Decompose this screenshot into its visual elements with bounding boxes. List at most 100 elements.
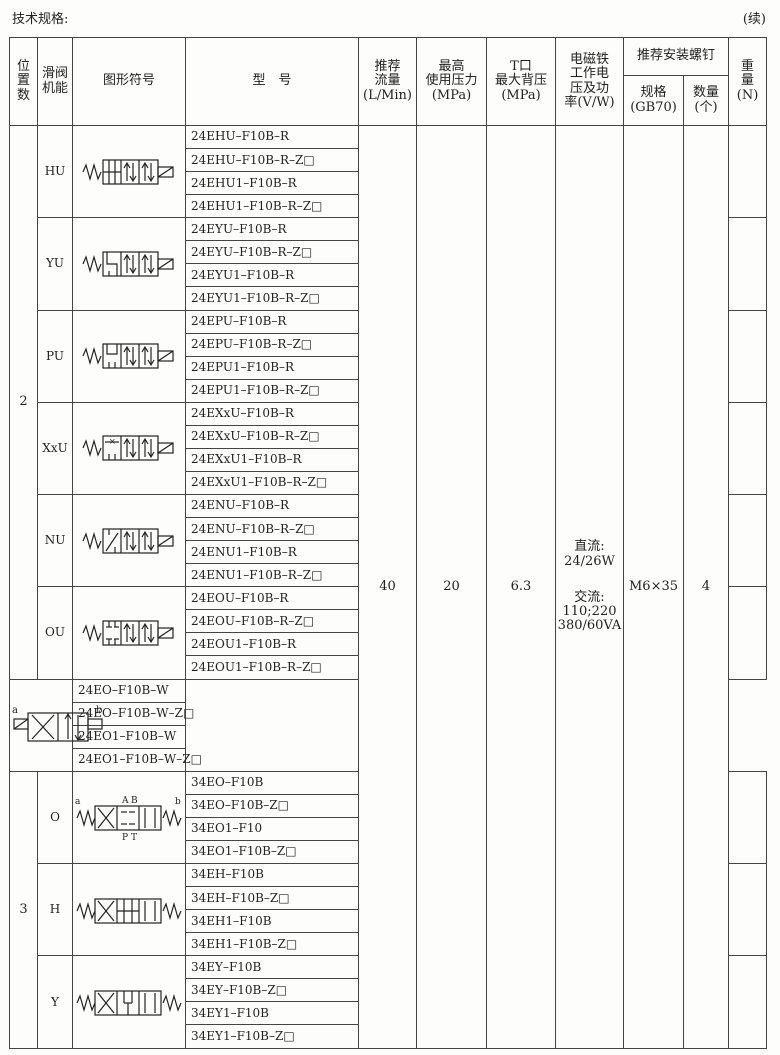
model-cell: 34EH–F10B	[185, 862, 359, 888]
weight-cell	[728, 309, 768, 403]
ac-label: 交流:	[574, 589, 605, 605]
model-cell: 24EPU1–F10B–R–Z□	[185, 378, 359, 403]
model-cell: 34EO–F10B	[185, 770, 359, 795]
model-cell: 24EHU–F10B–R–Z□	[185, 148, 359, 173]
weight-cell	[728, 862, 768, 957]
ac-value-2: 380/60VA	[557, 618, 622, 634]
model-cell: 24EXxU1–F10B–R	[185, 447, 359, 472]
table-row: 34EO–F10B–Z□	[10, 793, 767, 818]
table-row: YU 24EYU–F10B–R	[10, 217, 768, 311]
model-cell: 34EY1–F10B	[185, 1001, 359, 1026]
weight-cell	[728, 586, 768, 680]
model-cell: 24EYU1–F10B–R–Z□	[185, 286, 359, 311]
model-cell: 24EOU–F10B–R	[185, 586, 359, 611]
col-back-pressure: T口最大背压(MPa)	[486, 37, 556, 126]
col-position: 位置数	[9, 37, 38, 126]
ac-value-1: 110;220	[562, 604, 617, 620]
model-cell: 34EO–F10B–Z□	[185, 793, 359, 818]
table-row: 34EO1–F10	[10, 816, 767, 841]
ou-symbol-icon	[72, 586, 186, 680]
yu-symbol-icon	[72, 217, 186, 311]
table-row: 24EPU–F10B–R–Z□	[10, 332, 767, 357]
model-cell: 24EXxU–F10B–R	[185, 401, 359, 426]
svg-text:P: P	[122, 833, 128, 842]
svg-text:B: B	[131, 796, 138, 806]
model-cell: 24ENU1–F10B–R–Z□	[185, 563, 359, 588]
flow-cell: 40	[358, 125, 417, 1049]
model-cell: 24EPU1–F10B–R	[185, 355, 359, 380]
model-cell: 24ENU–F10B–R–Z□	[185, 517, 359, 542]
table-row: 34EY1–F10B–Z□	[10, 1024, 767, 1049]
model-cell: 24EPU–F10B–R–Z□	[185, 332, 359, 357]
table-row: 34EH–F10B–Z□	[10, 886, 767, 911]
back-pressure-cell: 6.3	[486, 125, 556, 1049]
table-row: 24EOU–F10B–R–Z□	[10, 609, 767, 634]
weight-cell	[728, 401, 768, 496]
col-symbol: 图形符号	[72, 37, 186, 126]
model-cell: 24EYU–F10B–R–Z□	[185, 240, 359, 265]
model-cell: 24EHU1–F10B–R–Z□	[185, 194, 359, 219]
table-row: 34EO1–F10B–Z□	[10, 839, 767, 865]
table-row: 34EH1–F10B	[10, 909, 767, 934]
function-cell: O	[37, 770, 73, 865]
weight-cell	[728, 770, 768, 865]
table-row: 34EH1–F10B–Z□	[10, 932, 767, 957]
svg-text:A: A	[121, 796, 129, 806]
table-row: 24EPU1–F10B–R	[10, 355, 767, 380]
function-cell: YU	[37, 217, 73, 311]
table-row: 24EXxU–F10B–R–Z□	[10, 424, 767, 449]
function-cell: XxU	[37, 401, 73, 496]
model-cell: 24EXxU1–F10B–R–Z□	[185, 470, 359, 496]
page-title: 技术规格:	[12, 12, 69, 27]
svg-text:a: a	[75, 797, 81, 807]
o-two-position-symbol-icon: a b	[9, 678, 103, 772]
continued-label: (续)	[742, 12, 766, 27]
table-row: 34EY1–F10B	[10, 1001, 767, 1026]
pressure-cell: 20	[416, 125, 487, 1049]
table-row: 24ENU1–F10B–R–Z□	[10, 563, 767, 588]
function-cell: HU	[37, 124, 73, 219]
table-row: 24EO1–F10B–W–Z□	[10, 747, 767, 772]
weight-cell	[728, 493, 768, 588]
col-bolt: 推荐安装螺钉	[622, 37, 730, 76]
weight-cell	[728, 217, 768, 311]
table-row: 24EHU–F10B–R–Z□	[10, 148, 767, 173]
table-row: 24EXxU1–F10B–R–Z□	[10, 470, 767, 496]
header-subrow: 规格(GB70) 数量(个)	[10, 75, 767, 126]
col-pressure: 最高使用压力(MPa)	[416, 37, 487, 126]
table-row: a b 24EO–F10B–W	[9, 678, 767, 772]
y-symbol-icon	[72, 955, 186, 1049]
model-cell: 24EYU–F10B–R	[185, 217, 359, 242]
table-row: 24EYU1–F10B–R	[10, 263, 767, 288]
model-cell: 34EO1–F10B–Z□	[185, 839, 359, 865]
table-row: 34EY–F10B–Z□	[10, 978, 767, 1003]
model-cell: 24EO1–F10B–W–Z□	[72, 747, 202, 772]
col-model: 型 号	[185, 37, 359, 126]
col-weight: 重量(N)	[728, 37, 768, 126]
weight-cell	[728, 955, 768, 1049]
table-row: 24EHU1–F10B–R–Z□	[10, 194, 767, 219]
model-cell: 24EOU1–F10B–R	[185, 632, 359, 657]
model-cell: 34EY–F10B	[185, 955, 359, 980]
o-three-position-symbol-icon: a A B b P T	[72, 770, 186, 865]
model-cell: 34EY–F10B–Z□	[185, 978, 359, 1003]
model-cell: 24EO–F10B–W	[72, 678, 186, 703]
table-row: 24EO1–F10B–W	[10, 724, 767, 749]
table-row: 24EOU1–F10B–R–Z□	[10, 655, 767, 680]
col-solenoid: 电磁铁工作电压及功率(V/W)	[555, 37, 624, 126]
table-row: 24EXxU1–F10B–R	[10, 447, 767, 472]
table-row: OU 24EOU–F10B–R	[10, 586, 768, 680]
spec-table: 位置数 滑阀机能 图形符号 型 号 推荐流量(L/Min) 最高使用压力(MPa…	[9, 37, 768, 1050]
dc-value: 24/26W	[564, 553, 615, 569]
model-cell: 34EH–F10B–Z□	[185, 886, 359, 911]
svg-text:×: ×	[109, 437, 116, 446]
header-row: 位置数 滑阀机能 图形符号 型 号 推荐流量(L/Min) 最高使用压力(MPa…	[9, 37, 768, 126]
table-row: 24EYU1–F10B–R–Z□	[10, 286, 767, 311]
function-cell: OU	[37, 586, 73, 680]
table-row: 24ENU–F10B–R–Z□	[10, 517, 767, 542]
function-cell: H	[37, 862, 73, 957]
